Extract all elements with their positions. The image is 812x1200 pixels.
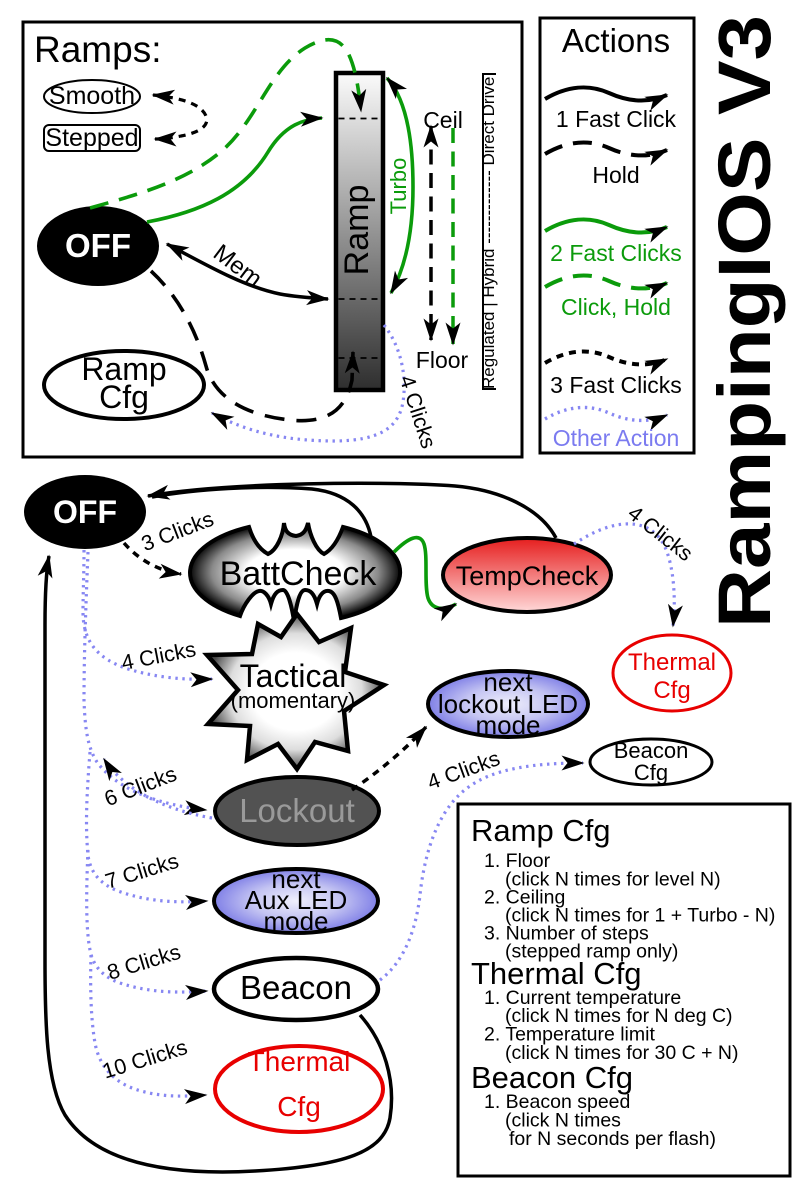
svg-text:Smooth: Smooth bbox=[49, 82, 135, 110]
svg-text:Beacon Cfg: Beacon Cfg bbox=[471, 1060, 633, 1095]
svg-text:(click N times for 30 C + N): (click N times for 30 C + N) bbox=[505, 1042, 739, 1064]
svg-text:(stepped ramp only): (stepped ramp only) bbox=[505, 941, 678, 963]
svg-text:Ramp: Ramp bbox=[338, 185, 376, 276]
svg-text:next: next bbox=[271, 864, 321, 894]
svg-text:3 Fast Clicks: 3 Fast Clicks bbox=[550, 372, 682, 398]
svg-text:7 Clicks: 7 Clicks bbox=[102, 849, 181, 894]
svg-text:Ceil: Ceil bbox=[423, 107, 463, 133]
svg-text:(momentary): (momentary) bbox=[231, 688, 356, 713]
svg-text:2. Ceiling: 2. Ceiling bbox=[484, 887, 565, 909]
svg-text:OFF: OFF bbox=[65, 227, 131, 264]
svg-text:mode: mode bbox=[475, 710, 540, 740]
svg-text:BattCheck: BattCheck bbox=[220, 555, 378, 593]
svg-text:Cfg: Cfg bbox=[653, 677, 690, 704]
svg-text:10 Clicks: 10 Clicks bbox=[100, 1035, 190, 1083]
svg-text:3. Number of steps: 3. Number of steps bbox=[484, 923, 649, 945]
svg-text:Turbo: Turbo bbox=[386, 158, 411, 215]
svg-text:Cfg: Cfg bbox=[99, 379, 149, 415]
svg-text:(click N times for level N): (click N times for level N) bbox=[505, 869, 721, 891]
svg-text:1. Beacon speed: 1. Beacon speed bbox=[484, 1091, 630, 1113]
svg-text:Cfg: Cfg bbox=[277, 1091, 321, 1122]
svg-text:Aux LED: Aux LED bbox=[245, 885, 348, 915]
svg-text:1. Current temperature: 1. Current temperature bbox=[484, 987, 681, 1009]
svg-text:Floor: Floor bbox=[416, 347, 469, 373]
svg-text:for N seconds per flash): for N seconds per flash) bbox=[509, 1128, 716, 1150]
svg-text:Tactical: Tactical bbox=[240, 658, 347, 694]
svg-text:4 Clicks: 4 Clicks bbox=[424, 746, 503, 794]
svg-text:Ramp: Ramp bbox=[81, 351, 166, 387]
svg-text:lockout LED: lockout LED bbox=[438, 689, 578, 719]
svg-text:Other Action: Other Action bbox=[553, 425, 680, 451]
svg-text:1. Floor: 1. Floor bbox=[484, 850, 551, 872]
svg-text:(click N times for N deg C): (click N times for N deg C) bbox=[505, 1005, 733, 1027]
svg-text:OFF: OFF bbox=[53, 494, 117, 530]
svg-text:Regulated | Hybrid -----------: Regulated | Hybrid ------------- Direct … bbox=[479, 77, 498, 389]
svg-text:(click N times: (click N times bbox=[505, 1110, 621, 1132]
svg-text:8 Clicks: 8 Clicks bbox=[104, 940, 183, 985]
svg-text:(click N times for 1 + Turbo -: (click N times for 1 + Turbo - N) bbox=[505, 905, 775, 927]
svg-text:Click, Hold: Click, Hold bbox=[561, 294, 671, 320]
svg-text:Cfg: Cfg bbox=[634, 760, 668, 785]
svg-text:Thermal: Thermal bbox=[628, 649, 716, 676]
svg-text:2. Temperature limit: 2. Temperature limit bbox=[484, 1024, 655, 1046]
svg-text:Hold: Hold bbox=[592, 162, 639, 188]
svg-text:next: next bbox=[483, 667, 533, 697]
svg-text:Thermal Cfg: Thermal Cfg bbox=[471, 956, 642, 991]
svg-text:4 Clicks: 4 Clicks bbox=[119, 637, 197, 675]
svg-text:TempCheck: TempCheck bbox=[456, 561, 599, 591]
svg-text:Thermal: Thermal bbox=[248, 1046, 351, 1077]
svg-text:4 Clicks: 4 Clicks bbox=[623, 501, 697, 566]
svg-text:Actions: Actions bbox=[562, 22, 670, 59]
svg-text:Beacon: Beacon bbox=[240, 969, 352, 1006]
svg-text:1 Fast Click: 1 Fast Click bbox=[556, 106, 677, 132]
svg-text:Beacon: Beacon bbox=[614, 738, 689, 763]
svg-text:RampingIOS V3: RampingIOS V3 bbox=[703, 15, 786, 628]
svg-text:Ramp Cfg: Ramp Cfg bbox=[471, 813, 611, 848]
svg-text:Lockout: Lockout bbox=[239, 792, 355, 829]
svg-text:2 Fast Clicks: 2 Fast Clicks bbox=[550, 240, 682, 266]
svg-text:Mem: Mem bbox=[208, 239, 267, 293]
svg-text:Stepped: Stepped bbox=[45, 124, 138, 152]
svg-text:mode: mode bbox=[263, 906, 328, 936]
svg-text:Ramps:: Ramps: bbox=[34, 29, 161, 70]
